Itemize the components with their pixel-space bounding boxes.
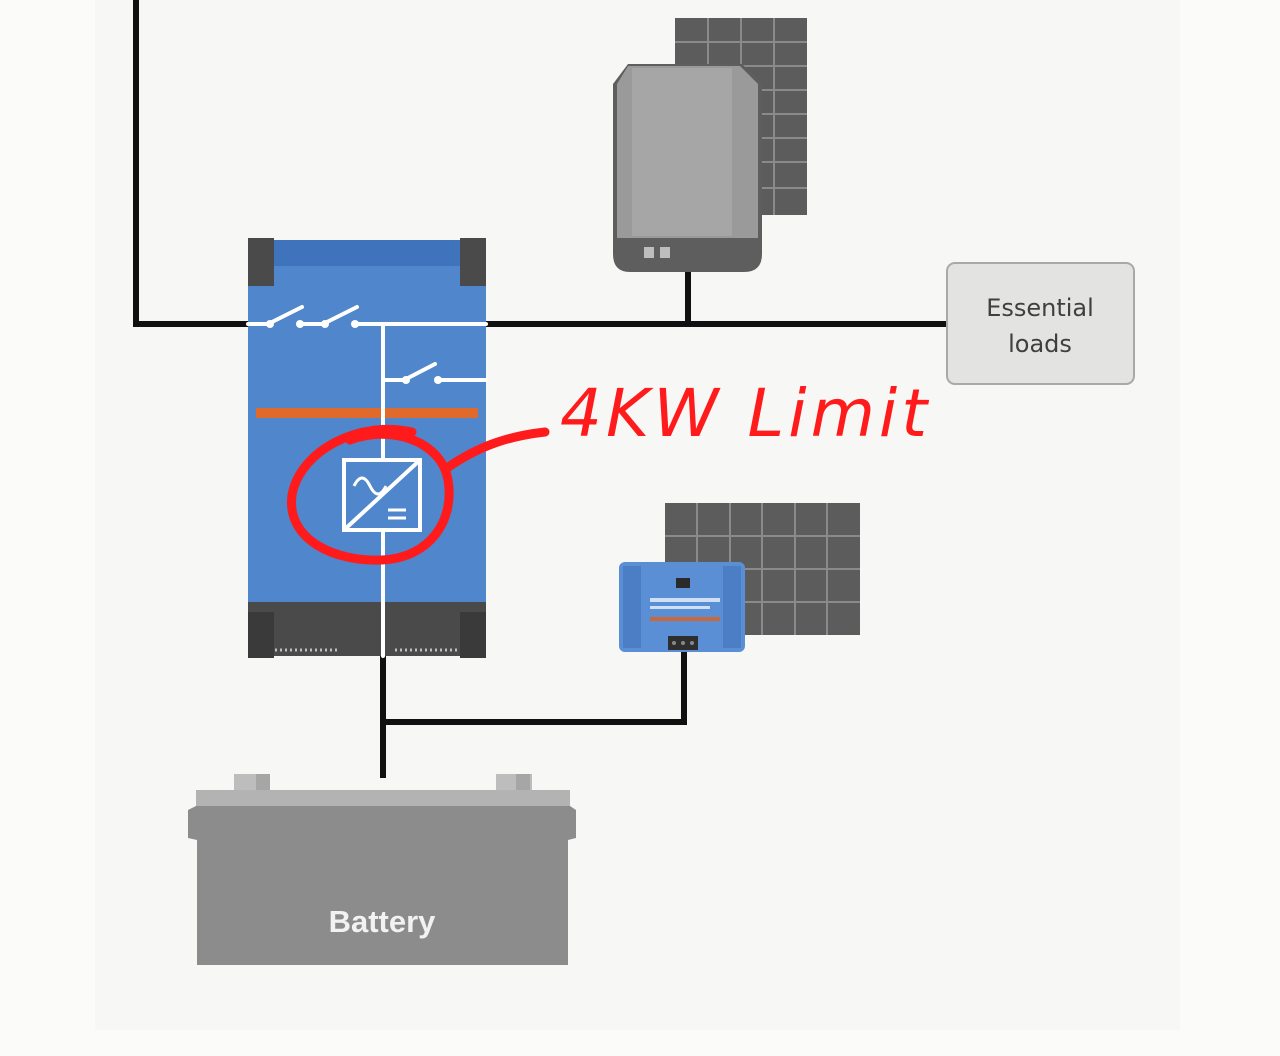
mppt-charge-controller-icon — [619, 503, 860, 652]
battery-icon: Battery — [188, 774, 576, 965]
annotation-connector — [442, 427, 550, 473]
essential-loads-line2: loads — [1008, 330, 1072, 358]
inverter-charger-icon — [246, 238, 488, 658]
essential-loads-box: Essential loads — [946, 262, 1135, 385]
grid-wire — [133, 0, 253, 327]
battery-label: Battery — [329, 904, 437, 939]
mppt-wire — [380, 647, 687, 725]
wiring — [133, 0, 951, 778]
annotation-circle — [287, 424, 454, 565]
essential-loads-line1: Essential — [986, 294, 1094, 322]
annotation-text: 4KW Limit — [560, 375, 931, 452]
ac-dc-converter-icon — [342, 458, 422, 532]
annotation: 4KW Limit — [287, 375, 931, 565]
pv-inverter-icon — [613, 18, 807, 272]
